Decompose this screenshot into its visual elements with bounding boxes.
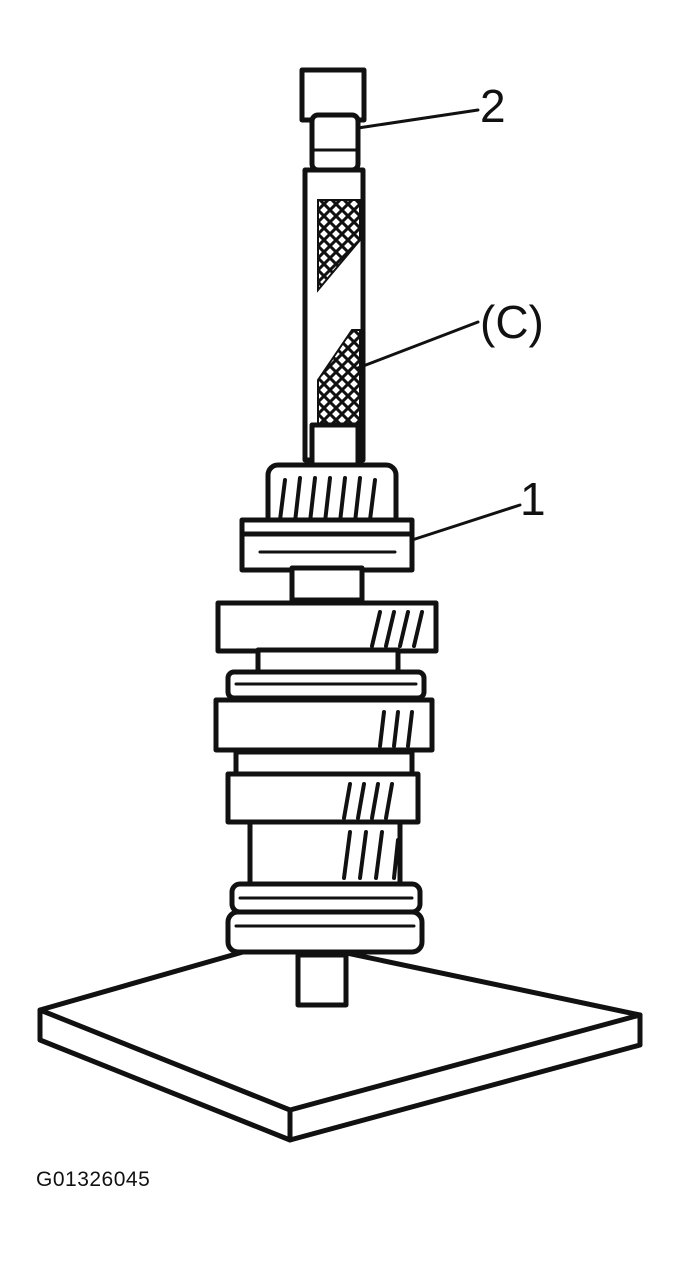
callout-label-c: (C) (480, 296, 544, 348)
leader-line-c (356, 320, 480, 370)
leader-line-2 (356, 108, 480, 130)
gear-third (225, 749, 421, 825)
shaft-stub (295, 952, 349, 1008)
gear-second (215, 600, 439, 654)
gear-fourth (247, 819, 403, 887)
special-tool-rod (302, 167, 366, 468)
bottom-bearing (225, 881, 425, 955)
spacer (289, 565, 365, 603)
leader-lines (356, 108, 522, 542)
figure-code: G01326045 (36, 1168, 151, 1191)
bearing (239, 517, 415, 573)
leader-line-1 (410, 503, 522, 542)
callout-label-1: 1 (520, 473, 546, 525)
synchronizer-assembly (213, 647, 435, 753)
hatched-region-lower (317, 329, 361, 426)
callout-label-2: 2 (480, 80, 506, 132)
press-ram (299, 67, 367, 173)
hatched-region-upper (317, 199, 361, 293)
